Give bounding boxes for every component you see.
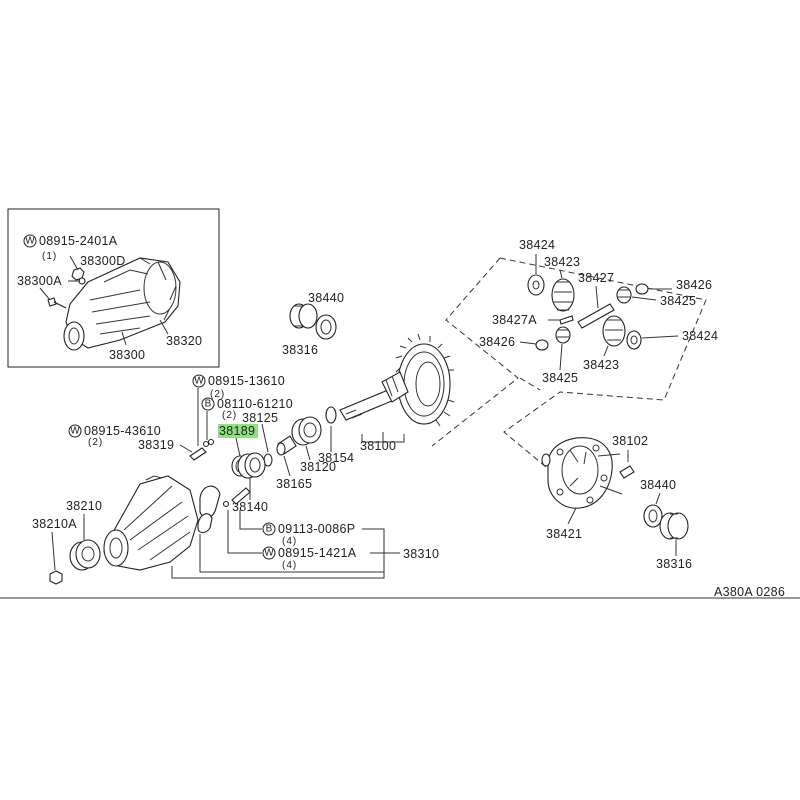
washer-38426-bottom bbox=[535, 339, 549, 351]
highlight-38189 bbox=[218, 424, 258, 438]
label-08915-13610: 08915-13610 bbox=[208, 374, 285, 388]
label-38210: 38210 bbox=[66, 499, 102, 513]
label-38300: 38300 bbox=[109, 348, 145, 362]
qty-2c: (2) bbox=[88, 437, 103, 448]
washer-marker-2: W bbox=[194, 376, 204, 387]
qty-2a: (2) bbox=[210, 389, 225, 400]
inset-carrier-housing bbox=[63, 257, 181, 351]
side-gear-38423-top bbox=[551, 278, 575, 312]
label-38427: 38427 bbox=[578, 271, 614, 285]
label-09113-0086P: 09113-0086P bbox=[278, 522, 355, 536]
qty-1: (1) bbox=[42, 251, 57, 262]
label-38440-top: 38440 bbox=[308, 291, 344, 305]
bolt-38102 bbox=[619, 465, 635, 479]
bearing-cap bbox=[197, 485, 221, 534]
bearing-38120 bbox=[291, 416, 322, 446]
label-38423-top: 38423 bbox=[544, 255, 580, 269]
qty-4a: (4) bbox=[282, 536, 297, 547]
label-38426-bottom: 38426 bbox=[479, 335, 515, 349]
bolt-marker-1: B bbox=[205, 399, 212, 410]
label-38319: 38319 bbox=[138, 438, 174, 452]
label-38320: 38320 bbox=[166, 334, 202, 348]
label-38210A: 38210A bbox=[32, 517, 77, 531]
washer-38426-top bbox=[635, 283, 649, 295]
bearing-38440-right bbox=[643, 504, 663, 528]
label-08110-61210: 08110-61210 bbox=[217, 397, 293, 411]
label-38102: 38102 bbox=[612, 434, 648, 448]
label-38424-bottom: 38424 bbox=[682, 329, 718, 343]
label-38440-right: 38440 bbox=[640, 478, 676, 492]
bolt-marker-2: B bbox=[266, 524, 273, 535]
washer-marker-1: W bbox=[25, 236, 35, 247]
label-38316-top: 38316 bbox=[282, 343, 318, 357]
label-38425-top: 38425 bbox=[660, 294, 696, 308]
nut-38210A bbox=[49, 570, 63, 585]
inset-box: W 08915-2401A (1) 38300D 38300A 38300 38… bbox=[7, 208, 220, 368]
label-38300A: 38300A bbox=[17, 274, 62, 288]
ring-gear-38100 bbox=[395, 333, 455, 427]
center-group: 38440 38316 38100 38154 38120 bbox=[32, 291, 455, 585]
label-08915-1421A: 08915-1421A bbox=[278, 546, 357, 560]
bearing-38440-top bbox=[289, 303, 337, 340]
label-38424-top: 38424 bbox=[519, 238, 555, 252]
label-08915-2401A: 08915-2401A bbox=[39, 234, 118, 248]
pinion-mate-38425-top bbox=[616, 286, 632, 304]
drive-pinion bbox=[339, 371, 409, 421]
label-38120: 38120 bbox=[300, 460, 336, 474]
washer-marker-4: W bbox=[264, 548, 274, 559]
washer-38154 bbox=[325, 406, 337, 424]
inset-bolt-part bbox=[47, 297, 67, 309]
label-08915-43610: 08915-43610 bbox=[84, 424, 161, 438]
bolt-part-38319 bbox=[189, 447, 207, 461]
washer-38424-bottom bbox=[626, 330, 642, 350]
cap-bolt-part bbox=[231, 487, 251, 505]
pinion-mate-38425-bottom bbox=[555, 326, 571, 344]
label-38100: 38100 bbox=[360, 439, 396, 453]
label-38154: 38154 bbox=[318, 451, 354, 465]
spacer-38165 bbox=[276, 435, 297, 456]
differential-group: 38424 38423 38427 38426 38425 38427A 384… bbox=[431, 238, 718, 571]
diff-case-38421 bbox=[541, 437, 623, 509]
label-38140: 38140 bbox=[232, 500, 268, 514]
label-38421: 38421 bbox=[546, 527, 582, 541]
pinion-shaft-38427 bbox=[577, 303, 615, 329]
label-38316-right: 38316 bbox=[656, 557, 692, 571]
washer-38424-top bbox=[527, 274, 545, 296]
diagram-code: A380A 0286 bbox=[714, 585, 785, 599]
bearing-38140 bbox=[237, 452, 266, 479]
side-gear-38423-bottom bbox=[602, 315, 626, 347]
qty-4b: (4) bbox=[282, 560, 297, 571]
label-38425-bottom: 38425 bbox=[542, 371, 578, 385]
gear-carrier-38310 bbox=[103, 475, 199, 571]
label-38423-bottom: 38423 bbox=[583, 358, 619, 372]
lock-pin-38427A bbox=[559, 315, 574, 325]
qty-2b: (2) bbox=[222, 410, 237, 421]
washer-marker-3: W bbox=[70, 426, 80, 437]
bearing-38316-right bbox=[659, 512, 689, 540]
companion-flange-38210 bbox=[69, 539, 101, 571]
label-38426-top: 38426 bbox=[676, 278, 712, 292]
label-38427A: 38427A bbox=[492, 313, 537, 327]
label-38165: 38165 bbox=[276, 477, 312, 491]
label-38310: 38310 bbox=[403, 547, 439, 561]
label-38300D: 38300D bbox=[80, 254, 126, 268]
label-38125: 38125 bbox=[242, 411, 278, 425]
label-38189: 38189 bbox=[219, 424, 255, 438]
